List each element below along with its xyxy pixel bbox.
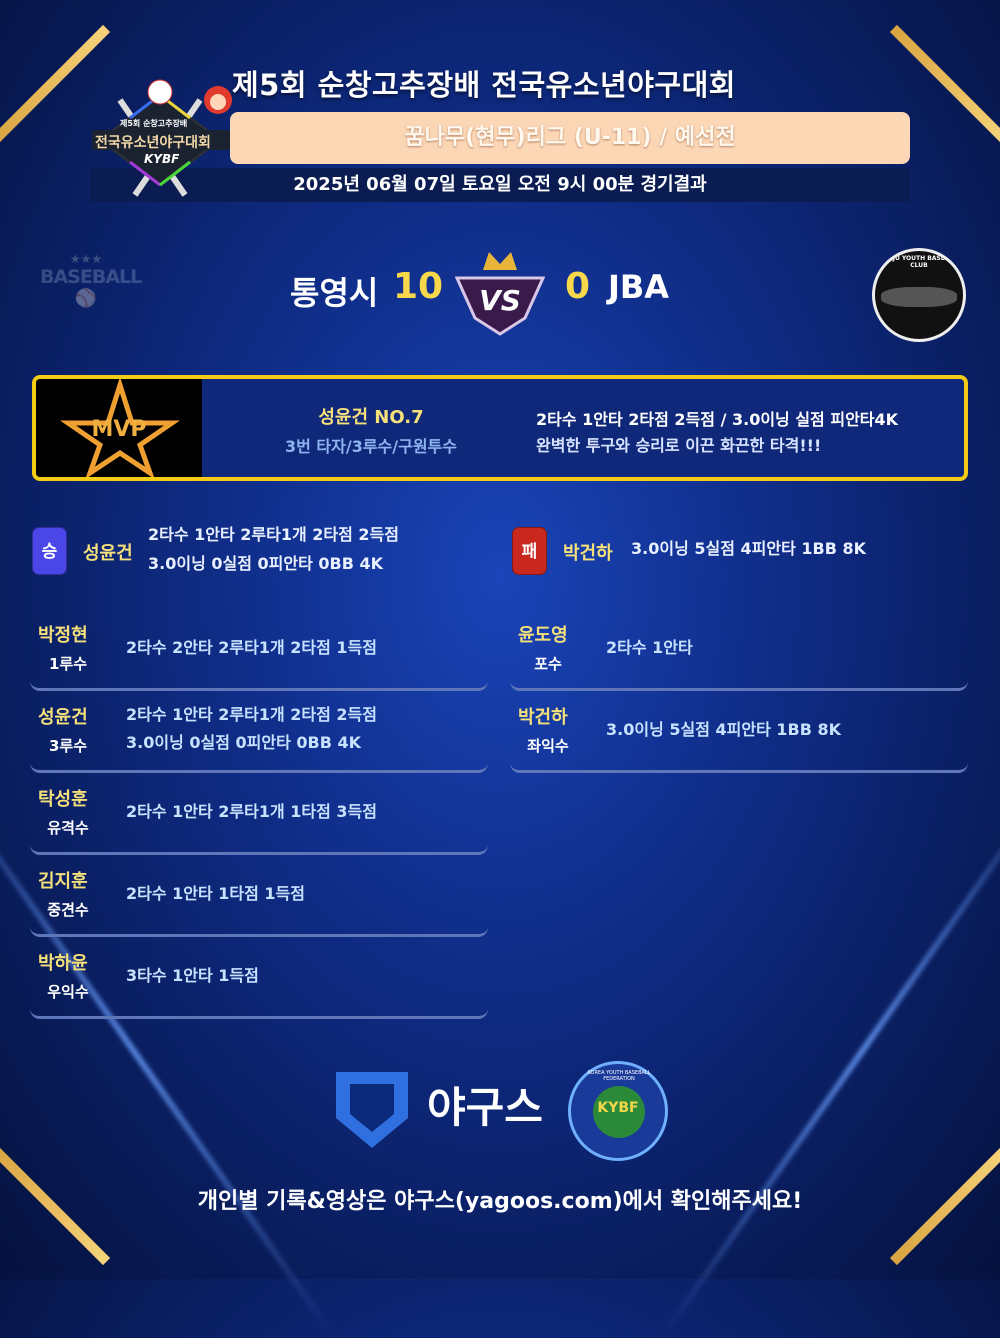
mvp-panel: MVP 성윤건 NO.7 3번 타자/3루수/구원투수 2타수 1안타 2타점 … — [32, 375, 968, 481]
logo-line3: KYBF — [144, 152, 180, 166]
player-position: 유격수 — [47, 819, 89, 837]
player-position: 1루수 — [48, 655, 88, 673]
player-name: 박정현 — [38, 625, 88, 646]
player-position: 포수 — [534, 655, 562, 673]
mvp-star-icon: MVP — [36, 379, 202, 477]
home-team-logo: ★★★ BASEBALL ⚾ — [40, 252, 142, 309]
win-line2: 3.0이닝 0실점 0피안타 0BB 4K — [148, 554, 383, 573]
player-name: 박하윤 — [38, 953, 88, 974]
player-name: 박건하 — [518, 707, 568, 728]
player-stats-2: 3.0이닝 0실점 0피안타 0BB 4K — [126, 733, 361, 752]
player-position: 좌익수 — [527, 737, 569, 755]
player-position: 중견수 — [47, 901, 89, 919]
match-date: 2025년 06월 07일 토요일 오전 9시 00분 경기결과 — [90, 168, 910, 202]
win-line1: 2타수 1안타 2루타1개 2타점 2득점 — [148, 525, 399, 544]
kybf-logo: KYBF KOREA YOUTH BASEBALL FEDERATION — [568, 1061, 668, 1161]
player-card: 박하윤 우익수 3타수 1안타 1득점 — [30, 941, 488, 1019]
player-position: 3루수 — [48, 737, 88, 755]
player-card: 윤도영 포수 2타수 1안타 — [510, 613, 968, 691]
player-name: 김지훈 — [38, 871, 88, 892]
logo-line2: 전국유소년야구대회 — [95, 135, 211, 151]
player-card: 김지훈 중견수 2타수 1안타 1타점 1득점 — [30, 859, 488, 937]
player-position: 우익수 — [47, 983, 89, 1001]
away-score: 0 — [565, 266, 591, 307]
footer-notice: 개인별 기록&영상은 야구스(yagoos.com)에서 확인해주세요! — [197, 1189, 803, 1214]
logo-line1: 제5회 순창고추장배 — [120, 119, 188, 128]
player-stats: 2타수 1안타 — [606, 638, 693, 657]
home-score: 10 — [393, 266, 444, 307]
player-card: 탁성훈 유격수 2타수 1안타 2루타1개 1타점 3득점 — [30, 777, 488, 855]
away-team-logo: JEONJU YOUTH BASEBALL CLUB — [872, 248, 966, 342]
home-team-name: 통영시 — [290, 274, 379, 312]
player-name: 윤도영 — [518, 625, 568, 646]
tournament-title: 제5회 순창고추장배 전국유소년야구대회 — [232, 68, 736, 102]
player-stats: 2타수 1안타 2루타1개 1타점 3득점 — [126, 802, 377, 821]
loss-badge: 패 — [512, 527, 547, 575]
player-stats: 3.0이닝 5실점 4피안타 1BB 8K — [606, 720, 841, 739]
player-name: 성윤건 — [38, 707, 88, 728]
player-card: 성윤건 3루수 2타수 1안타 2루타1개 2타점 2득점 3.0이닝 0실점 … — [30, 695, 488, 773]
tournament-logo: 제5회 순창고추장배 전국유소년야구대회 KYBF — [90, 70, 240, 205]
mvp-comment: 완벽한 투구와 승리로 이끈 화끈한 타격!!! — [536, 436, 822, 455]
win-badge: 승 — [32, 527, 67, 575]
player-card: 박정현 1루수 2타수 2안타 2루타1개 2타점 1득점 — [30, 613, 488, 691]
player-stats: 2타수 2안타 2루타1개 2타점 1득점 — [126, 638, 377, 657]
player-card: 박건하 좌익수 3.0이닝 5실점 4피안타 1BB 8K — [510, 695, 968, 773]
loss-pitcher-name: 박건하 — [563, 543, 613, 564]
player-name: 탁성훈 — [38, 789, 88, 810]
player-stats: 2타수 1안타 1타점 1득점 — [126, 884, 306, 903]
win-pitcher-name: 성윤건 — [83, 543, 133, 564]
player-stats: 3타수 1안타 1득점 — [126, 966, 259, 985]
yagoos-brand: 야구스 — [427, 1083, 543, 1132]
mvp-stats: 2타수 1안타 2타점 2득점 / 3.0이닝 실점 피안타4K — [536, 410, 899, 429]
league-banner: 꿈나무(현무)리그 (U-11) / 예선전 — [230, 112, 910, 164]
mvp-position: 3번 타자/3루수/구원투수 — [284, 437, 457, 456]
player-stats: 2타수 1안타 2루타1개 2타점 2득점 — [126, 705, 377, 724]
yagoos-logo — [332, 1068, 412, 1150]
loss-line1: 3.0이닝 5실점 4피안타 1BB 8K — [631, 539, 866, 558]
mvp-name: 성윤건 NO.7 — [318, 407, 424, 428]
vs-icon: VS — [454, 248, 546, 336]
away-team-name: JBA — [608, 268, 670, 306]
